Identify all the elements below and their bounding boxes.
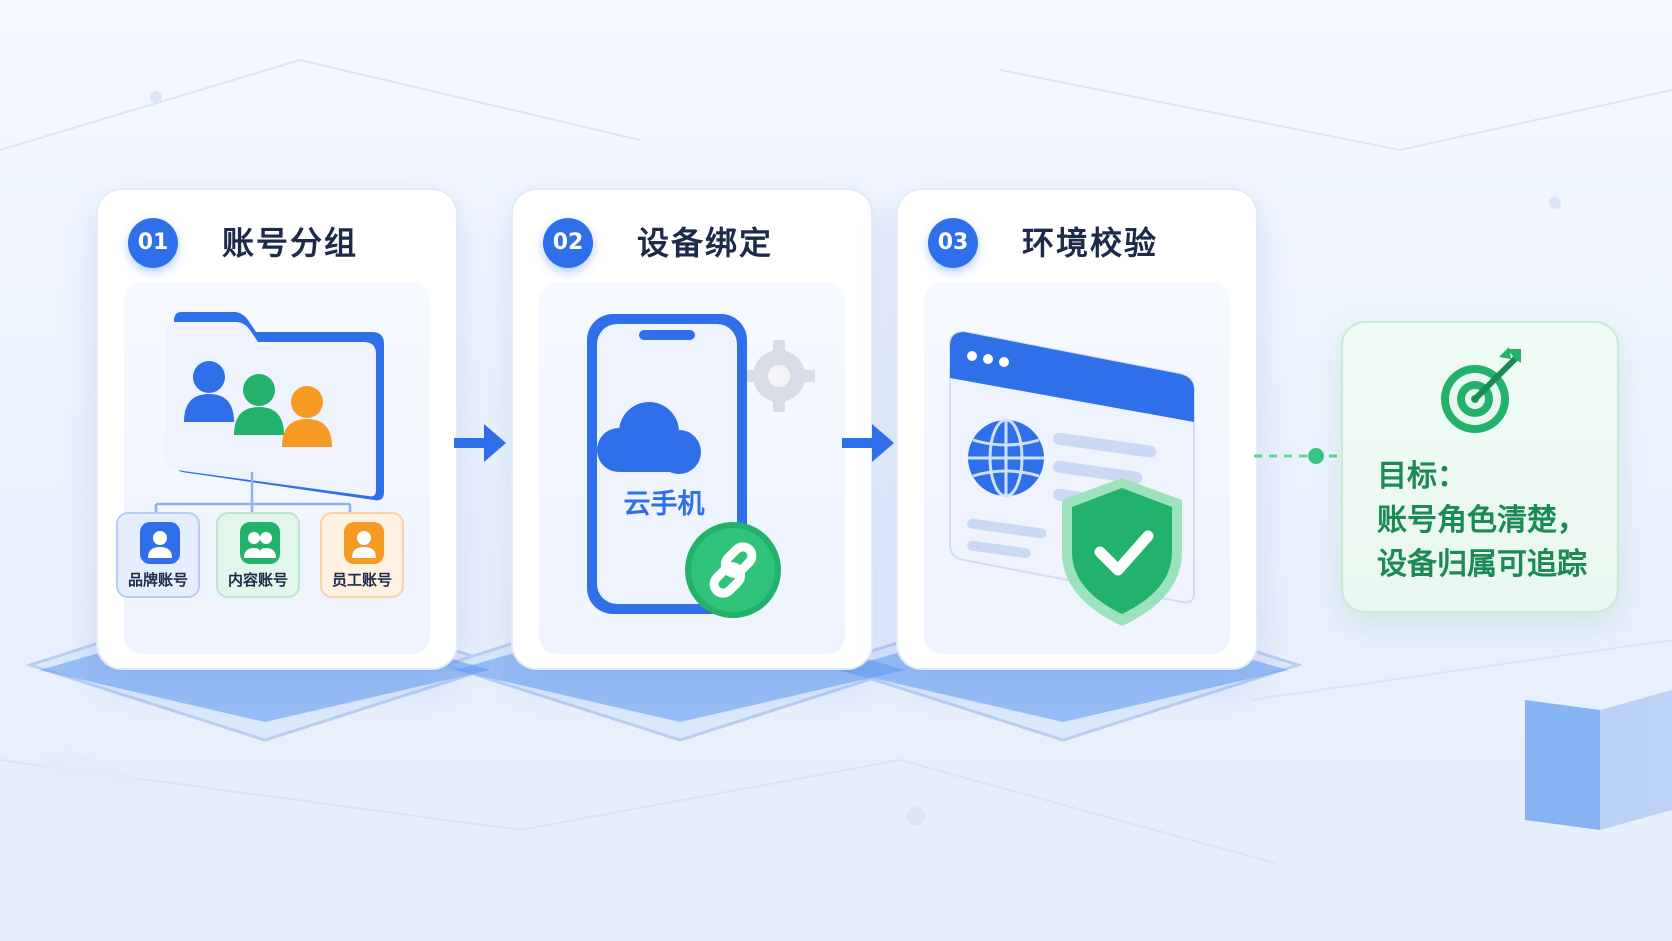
user-icon (344, 522, 384, 564)
tag-label: 品牌账号 (127, 571, 188, 589)
step-title: 环境校验 (1022, 224, 1159, 262)
goal-text: 目标： 账号角色清楚， 设备归属可追踪 (1377, 455, 1607, 587)
globe-icon (968, 418, 1044, 498)
step-number-badge: 01 (128, 218, 178, 268)
arrow-right-icon (454, 424, 506, 462)
step-card-device-binding: 02 设备绑定 (511, 188, 873, 670)
goal-line-3: 设备归属可追踪 (1377, 547, 1587, 582)
goal-line-1: 目标： (1377, 459, 1467, 494)
tag-label: 员工账号 (331, 571, 392, 589)
folder-icon (154, 312, 384, 522)
shield-check-icon (1062, 478, 1182, 626)
link-icon (685, 522, 781, 618)
step-title: 账号分组 (222, 224, 359, 262)
arrow-right-icon (842, 424, 894, 462)
goal-card: 目标： 账号角色清楚， 设备归属可追踪 (1341, 321, 1619, 613)
tag-staff-account: 员工账号 (320, 512, 404, 598)
browser-window-icon (949, 330, 1195, 626)
tag-content-account: 内容账号 (216, 512, 300, 598)
users-icon (184, 361, 332, 447)
cloud-icon (597, 402, 701, 474)
step-number-badge: 02 (543, 218, 593, 268)
phone-icon (587, 314, 815, 618)
gear-icon (743, 340, 815, 412)
tag-label: 内容账号 (227, 571, 288, 589)
phone-label: 云手机 (623, 489, 705, 520)
goal-line-2: 账号角色清楚， (1377, 503, 1587, 538)
step-illustration (124, 282, 430, 654)
group-icon (240, 522, 280, 564)
target-icon (1441, 347, 1521, 433)
step-number-badge: 03 (928, 218, 978, 268)
goal-connector (1254, 448, 1342, 464)
step-illustration: 云手机 (539, 282, 845, 654)
tag-brand-account: 品牌账号 (116, 512, 200, 598)
step-illustration (924, 282, 1230, 654)
step-title: 设备绑定 (637, 224, 774, 262)
user-icon (140, 522, 180, 564)
step-card-environment-check: 03 环境校验 (896, 188, 1258, 670)
step-card-account-grouping: 01 账号分组 (96, 188, 458, 670)
